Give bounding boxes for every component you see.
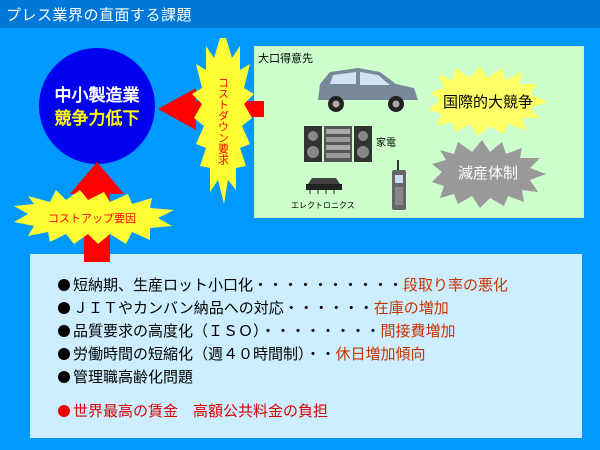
impact-effect: 休日増加傾向 bbox=[335, 345, 426, 363]
impact-cause: ＪＩＴやカンバン納品への対応 bbox=[73, 299, 284, 317]
impact-effect: 段取り率の悪化 bbox=[403, 276, 509, 294]
bullet-icon bbox=[58, 405, 70, 417]
electronics-icon bbox=[306, 178, 342, 194]
impact-effect: 間接費増加 bbox=[380, 322, 456, 340]
impact-row: ＪＩＴやカンバン納品への対応・・・・・・在庫の増加 bbox=[58, 297, 449, 318]
cost-down-label: コストダウン要求 bbox=[217, 77, 230, 165]
target-line-1: 中小製造業 bbox=[55, 85, 140, 106]
slide-title: プレス業界の直面する課題 bbox=[6, 6, 193, 24]
impact-leader-dots: ・・・・・・ bbox=[283, 299, 374, 317]
car-icon bbox=[318, 68, 418, 112]
production-cut-burst bbox=[432, 140, 546, 208]
cost-down-burst bbox=[192, 38, 254, 204]
bullet-icon bbox=[58, 325, 70, 337]
impact-row: 品質要求の高度化（ＩＳＯ）・・・・・・・・間接費増加 bbox=[58, 320, 456, 341]
customers-label: 大口得意先 bbox=[258, 52, 313, 65]
appliance-label: 家電 bbox=[376, 136, 396, 149]
burden-text: 世界最高の賃金 高額公共料金の負担 bbox=[73, 402, 329, 420]
impact-cause: 短納期、生産ロット小口化 bbox=[73, 276, 254, 294]
cost-impact-panel bbox=[30, 254, 582, 438]
bullet-icon bbox=[58, 279, 70, 291]
impact-leader-dots: ・・・・・・・・ bbox=[260, 322, 381, 340]
international-competition-label: 国際的大競争 bbox=[443, 93, 533, 111]
cost-up-label: コストアップ要因 bbox=[48, 212, 136, 225]
production-cut-label: 減産体制 bbox=[458, 164, 518, 182]
electronics-label: エレクトロニクス bbox=[291, 201, 355, 210]
impact-effect: 在庫の増加 bbox=[373, 299, 449, 317]
impact-cause: 品質要求の高度化（ＩＳＯ） bbox=[73, 322, 261, 340]
impact-cause: 管理職高齢化問題 bbox=[73, 368, 194, 386]
impact-row: 短納期、生産ロット小口化・・・・・・・・・・段取り率の悪化 bbox=[58, 274, 508, 295]
burden-row: 世界最高の賃金 高額公共料金の負担 bbox=[58, 400, 328, 421]
impact-row: 管理職高齢化問題 bbox=[58, 366, 193, 387]
impact-row: 労働時間の短縮化（週４０時間制）・・休日増加傾向 bbox=[58, 343, 426, 364]
mobile-phone-icon bbox=[392, 160, 406, 210]
target-line-2: 競争力低下 bbox=[55, 108, 140, 129]
bullet-icon bbox=[58, 302, 70, 314]
impact-leader-dots: ・・ bbox=[305, 345, 336, 363]
title-bar: プレス業界の直面する課題 bbox=[0, 0, 600, 28]
bullet-icon bbox=[58, 348, 70, 360]
cost-up-burst bbox=[14, 190, 174, 244]
bullet-icon bbox=[58, 371, 70, 383]
international-competition-burst bbox=[428, 66, 548, 136]
impact-leader-dots: ・・・・・・・・・・ bbox=[253, 276, 404, 294]
impact-cause: 労働時間の短縮化（週４０時間制） bbox=[73, 345, 306, 363]
target-circle bbox=[39, 48, 155, 164]
stereo-icon bbox=[304, 126, 372, 162]
